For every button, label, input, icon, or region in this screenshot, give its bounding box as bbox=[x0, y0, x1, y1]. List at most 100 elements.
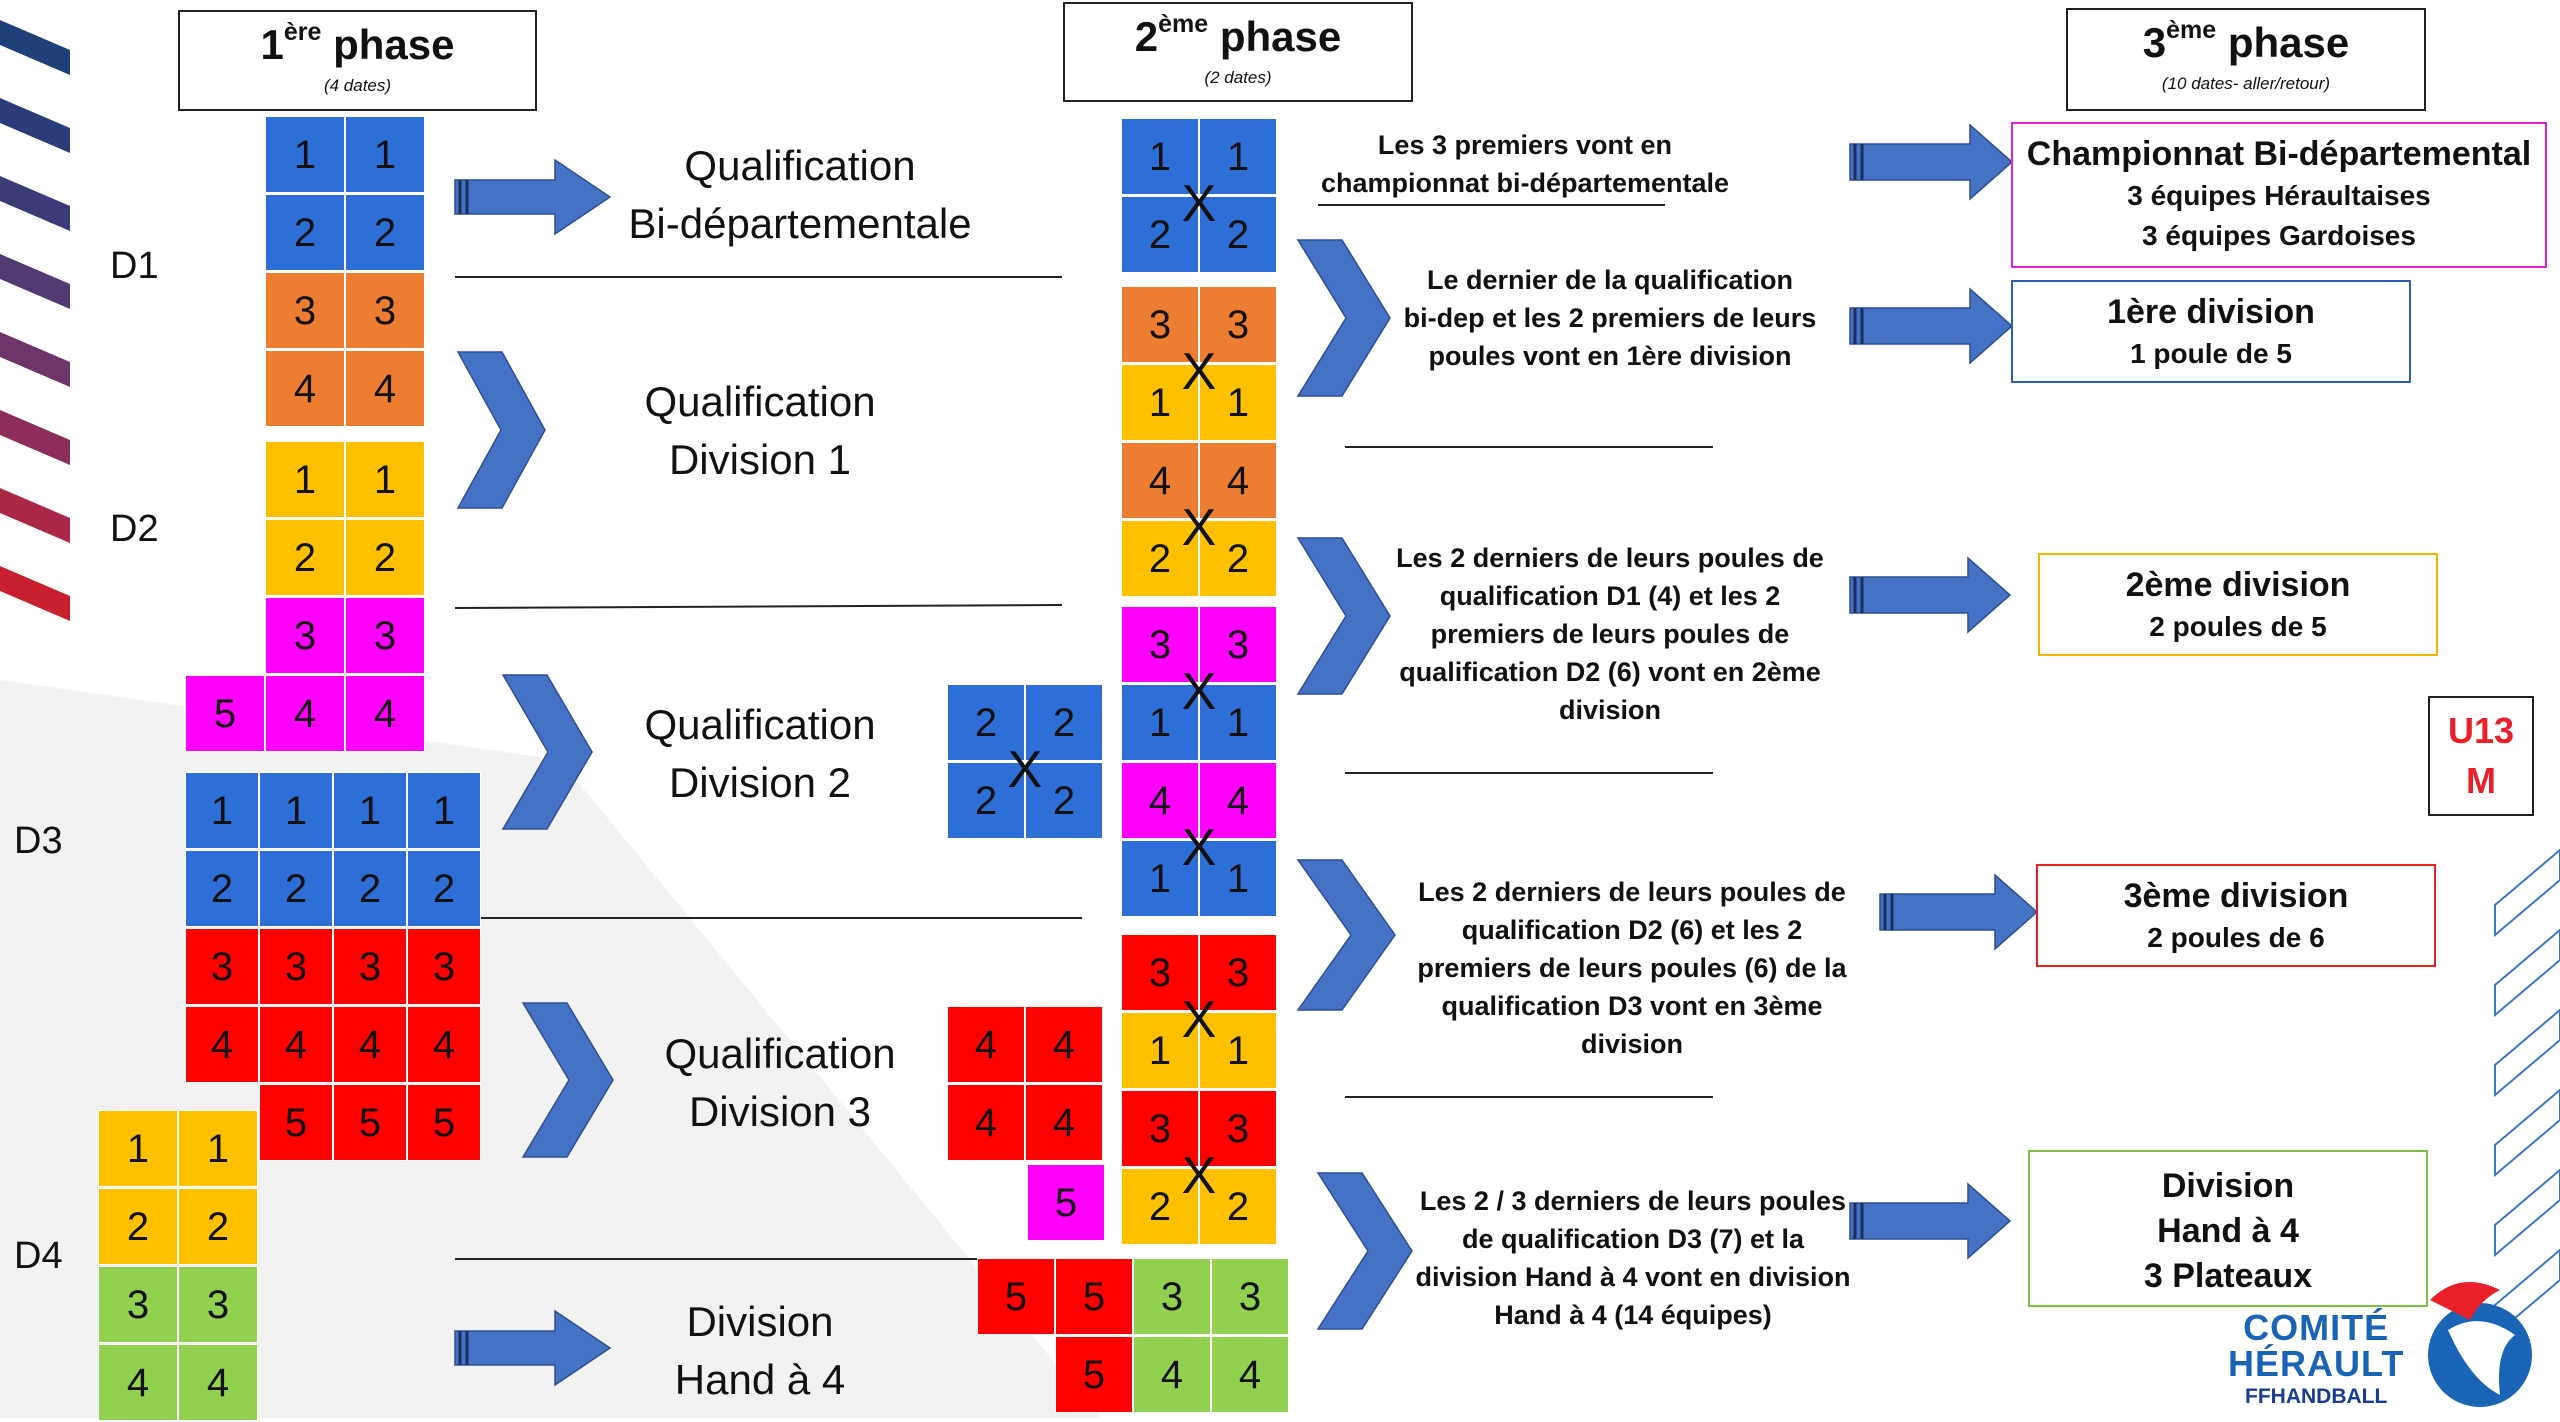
phase1-d2-cell: 3 bbox=[265, 597, 345, 674]
phase-2-title: 2ème phase bbox=[1134, 10, 1342, 60]
phase-3-header: 3ème phase (10 dates- aller/retour) bbox=[2066, 8, 2426, 111]
phase2-bottom-cell: 5 bbox=[1055, 1258, 1133, 1335]
phase2-cell: 2 bbox=[1121, 520, 1199, 597]
phase1-d3-cell: 5 bbox=[259, 1084, 333, 1161]
phase2-bottom-cell: 4 bbox=[1133, 1336, 1211, 1413]
phase1-d1-cell: 3 bbox=[265, 272, 345, 349]
phase2-cell: 1 bbox=[1199, 840, 1277, 917]
phase1-d2-cell: 4 bbox=[345, 675, 425, 752]
phase2-cell: 1 bbox=[1199, 118, 1277, 195]
division-label-d1: D1 bbox=[110, 245, 159, 287]
phase2-cell: 1 bbox=[1199, 684, 1277, 761]
phase2-bottom-cell: 5 bbox=[977, 1258, 1055, 1335]
phase1-d4-cell: 4 bbox=[98, 1344, 178, 1421]
phase1-d3-cell: 3 bbox=[407, 928, 481, 1005]
phase2-cell: 4 bbox=[1199, 762, 1277, 839]
match-marker: X bbox=[1181, 343, 1217, 401]
phase1-d3-cell: 3 bbox=[259, 928, 333, 1005]
phase2-side-cell: 5 bbox=[1027, 1164, 1105, 1241]
phase2-cell: 3 bbox=[1199, 286, 1277, 363]
phase1-d3-cell: 3 bbox=[185, 928, 259, 1005]
phase1-d2-cell: 3 bbox=[345, 597, 425, 674]
phase1-d1-cell: 4 bbox=[265, 350, 345, 427]
phase2-cell: 3 bbox=[1121, 1090, 1199, 1167]
phase1-d3-cell: 2 bbox=[333, 850, 407, 927]
division-label-d3: D3 bbox=[14, 820, 63, 862]
description-hand-a-4: Les 2 / 3 derniers de leurs poules de qu… bbox=[1415, 1186, 1851, 1330]
phase2-side-cell: 2 bbox=[1025, 762, 1103, 839]
phase2-cell: 1 bbox=[1121, 118, 1199, 195]
phase1-d3-cell: 4 bbox=[407, 1006, 481, 1083]
phase1-d1-cell: 1 bbox=[265, 116, 345, 193]
phase2-side-cell: 2 bbox=[947, 684, 1025, 761]
phase1-d3-cell: 3 bbox=[333, 928, 407, 1005]
phase2-cell: 2 bbox=[1199, 1168, 1277, 1245]
phase2-side-cell: 2 bbox=[1025, 684, 1103, 761]
match-marker: X bbox=[1181, 819, 1217, 877]
match-marker: X bbox=[1181, 499, 1217, 557]
phase-1-title: 1ère phase bbox=[260, 18, 455, 68]
phase2-cell: 3 bbox=[1121, 606, 1199, 683]
description-division-3: Les 2 derniers de leurs poules de qualif… bbox=[1417, 877, 1847, 1059]
phase1-d3-cell: 4 bbox=[185, 1006, 259, 1083]
phase1-d4-cell: 2 bbox=[98, 1188, 178, 1265]
description-bi-dep: Les 3 premiers vont en championnat bi-dé… bbox=[1320, 130, 1730, 198]
phase1-d4-cell: 4 bbox=[178, 1344, 258, 1421]
division-label-d4: D4 bbox=[14, 1235, 63, 1277]
phase1-d1-cell: 3 bbox=[345, 272, 425, 349]
phase1-d2-cell: 5 bbox=[185, 675, 265, 752]
phase1-d3-cell: 5 bbox=[333, 1084, 407, 1161]
phase2-side-cell: 4 bbox=[1025, 1006, 1103, 1083]
match-marker: X bbox=[1181, 991, 1217, 1049]
phase1-d3-cell: 1 bbox=[407, 772, 481, 849]
phase1-d3-cell: 1 bbox=[185, 772, 259, 849]
phase2-cell: 2 bbox=[1121, 1168, 1199, 1245]
phase1-d3-cell: 2 bbox=[185, 850, 259, 927]
phase1-d3-cell: 1 bbox=[333, 772, 407, 849]
phase2-cell: 1 bbox=[1121, 1012, 1199, 1089]
match-marker: X bbox=[1181, 1147, 1217, 1205]
phase2-cell: 2 bbox=[1121, 196, 1199, 273]
arrow-tail-stripes bbox=[458, 144, 1894, 1365]
phase2-cell: 3 bbox=[1121, 286, 1199, 363]
phase1-d3-cell: 2 bbox=[407, 850, 481, 927]
phase2-cell: 1 bbox=[1199, 364, 1277, 441]
phase-3-title: 3ème phase bbox=[2142, 16, 2350, 66]
phase2-cell: 3 bbox=[1121, 934, 1199, 1011]
phase2-side-cell: 4 bbox=[947, 1006, 1025, 1083]
phase2-cell: 1 bbox=[1121, 684, 1199, 761]
result-championnat-bi-dep: Championnat Bi-départemental 3 équipes H… bbox=[2011, 122, 2547, 268]
phase2-bottom-cell: 5 bbox=[1055, 1336, 1133, 1413]
phase2-bottom-cell: 3 bbox=[1133, 1258, 1211, 1335]
result-division-hand-a-4: Division Hand à 4 3 Plateaux bbox=[2028, 1150, 2428, 1307]
phase1-d2-cell: 4 bbox=[265, 675, 345, 752]
phase2-cell: 3 bbox=[1199, 606, 1277, 683]
phase-1-header: 1ère phase (4 dates) bbox=[178, 10, 537, 111]
phase1-d3-cell: 4 bbox=[333, 1006, 407, 1083]
match-marker: X bbox=[1181, 663, 1217, 721]
phase1-d4-cell: 1 bbox=[178, 1110, 258, 1187]
phase2-cell: 2 bbox=[1199, 196, 1277, 273]
phase1-d1-cell: 2 bbox=[345, 194, 425, 271]
phase2-cell: 1 bbox=[1199, 1012, 1277, 1089]
phase-3-subtitle: (10 dates- aller/retour) bbox=[2161, 74, 2331, 93]
logo-rooster-emblem bbox=[2428, 1282, 2532, 1407]
match-marker: X bbox=[1181, 175, 1217, 233]
phase1-d4-cell: 1 bbox=[98, 1110, 178, 1187]
phase-1-subtitle: (4 dates) bbox=[323, 76, 392, 95]
phase-2-header: 2ème phase (2 dates) bbox=[1063, 2, 1413, 102]
phase1-d1-cell: 1 bbox=[345, 116, 425, 193]
result-2eme-division: 2ème division 2 poules de 5 bbox=[2038, 553, 2438, 656]
phase1-d4-cell: 2 bbox=[178, 1188, 258, 1265]
phase2-side-cell: 2 bbox=[947, 762, 1025, 839]
result-3eme-division: 3ème division 2 poules de 6 bbox=[2036, 864, 2436, 967]
left-stripes-decoration bbox=[0, 20, 70, 621]
phase1-d3-cell: 5 bbox=[407, 1084, 481, 1161]
phase1-d4-cell: 3 bbox=[178, 1266, 258, 1343]
phase1-d2-cell: 1 bbox=[265, 441, 345, 518]
category-badge: U13 M bbox=[2428, 696, 2534, 816]
